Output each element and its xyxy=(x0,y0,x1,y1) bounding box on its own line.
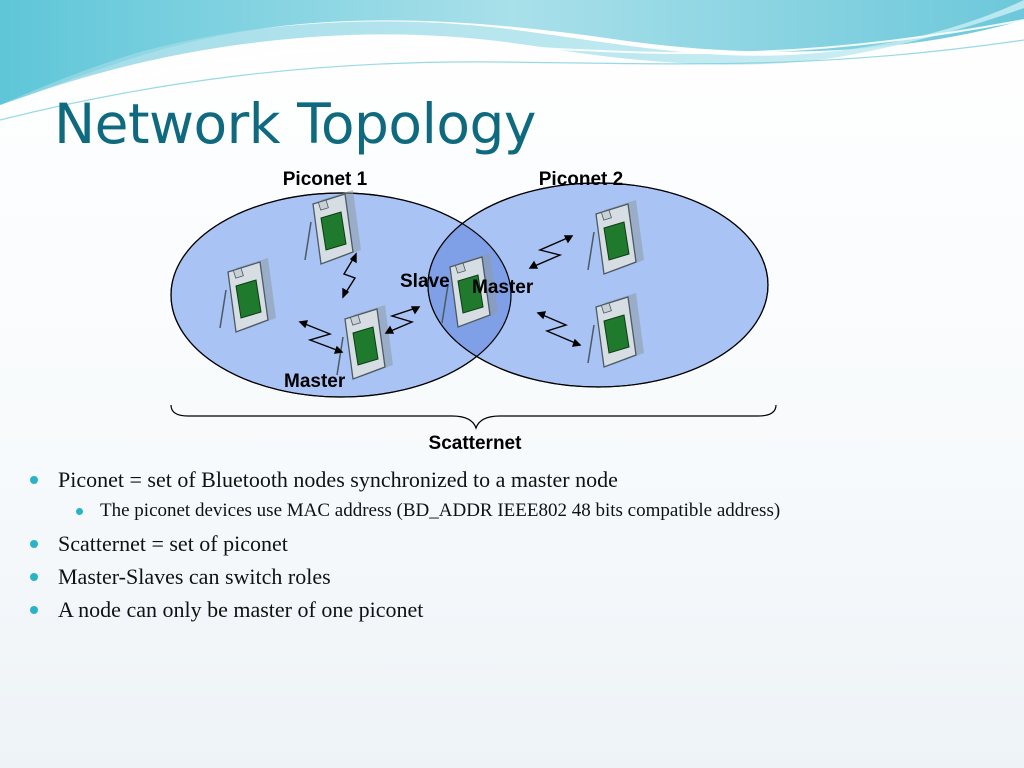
slide-title: Network Topology xyxy=(54,92,536,156)
bullet-item: Piconet = set of Bluetooth nodes synchro… xyxy=(30,463,1010,496)
bullet-text: Scatternet = set of piconet xyxy=(58,531,288,556)
shared-master-label: Master xyxy=(472,277,534,298)
bullet-text: Piconet = set of Bluetooth nodes synchro… xyxy=(58,467,618,492)
lightning-link-icon xyxy=(536,311,582,347)
bullet-item: A node can only be master of one piconet xyxy=(30,593,1010,626)
piconet-1-label: Piconet 1 xyxy=(283,169,368,190)
bullet-item: Master-Slaves can switch roles xyxy=(30,560,1010,593)
lightning-link-icon xyxy=(528,235,574,269)
bullet-dot xyxy=(30,540,38,548)
piconet-2-label: Piconet 2 xyxy=(539,169,623,190)
bullet-dot xyxy=(30,573,38,581)
bullet-item: Scatternet = set of piconet xyxy=(30,527,1010,560)
bullet-dot xyxy=(30,476,38,484)
topology-diagram: Piconet 1 Piconet 2 Slave Master Master … xyxy=(170,169,777,454)
lightning-link-icon xyxy=(342,252,357,299)
bullet-text: The piconet devices use MAC address (BD_… xyxy=(100,500,781,521)
lightning-link-icon xyxy=(298,320,344,354)
bullet-list: Piconet = set of Bluetooth nodes synchro… xyxy=(30,463,1010,626)
bullet-text: A node can only be master of one piconet xyxy=(58,597,424,622)
bullet-dot xyxy=(76,508,83,515)
bullet-text: Master-Slaves can switch roles xyxy=(58,564,331,589)
scatternet-label: Scatternet xyxy=(429,433,523,454)
lightning-link-icon xyxy=(384,306,421,334)
slave-label: Slave xyxy=(400,271,450,292)
sub-bullet-item: The piconet devices use MAC address (BD_… xyxy=(76,496,1010,527)
bullet-dot xyxy=(30,606,38,614)
scatternet-brace xyxy=(170,404,777,430)
master-label: Master xyxy=(284,371,346,392)
header-wave-decoration xyxy=(0,0,1024,121)
